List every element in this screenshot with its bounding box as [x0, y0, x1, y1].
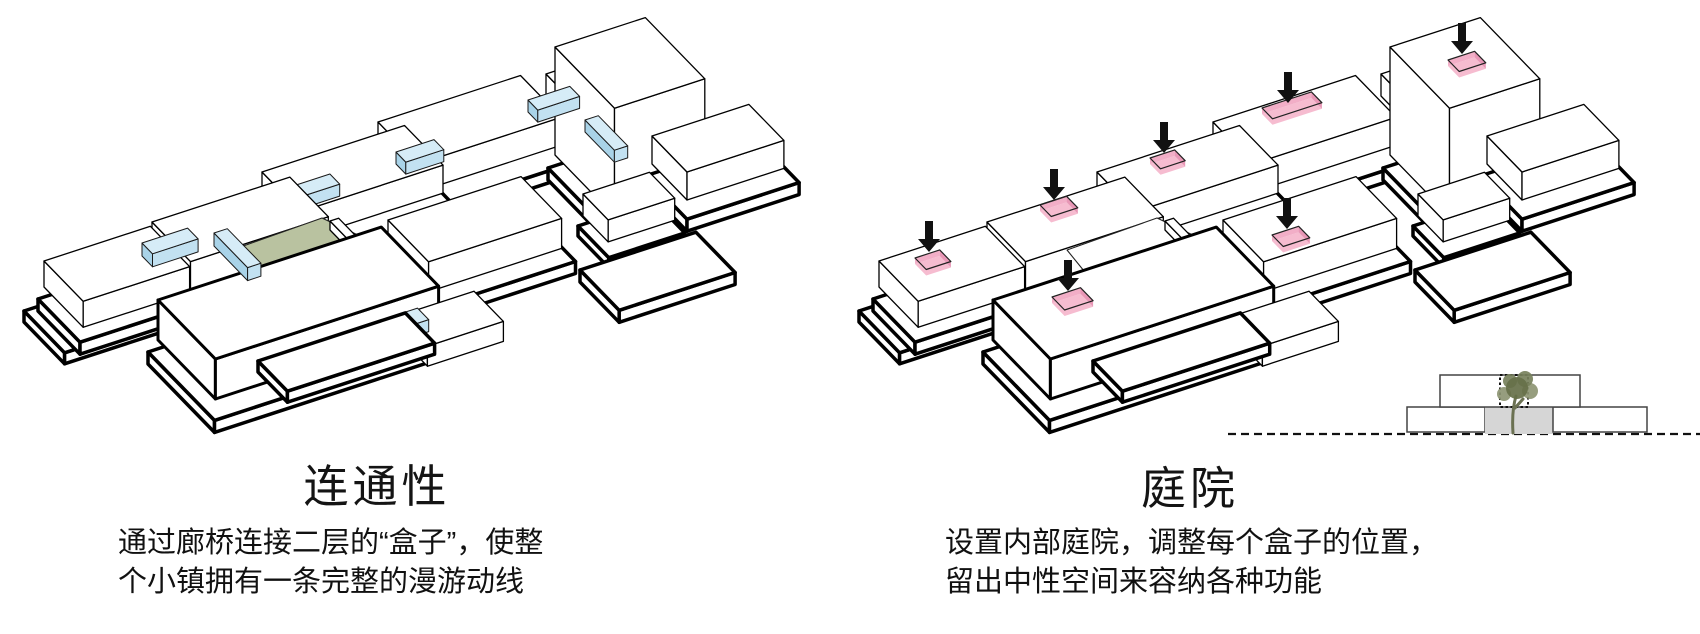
- left-diagram-caption: 通过廊桥连接二层的“盒子”，使整 个小镇拥有一条完整的漫游动线: [118, 524, 543, 602]
- right-caption-line1: 设置内部庭院，调整每个盒子的位置，: [945, 527, 1439, 559]
- right-diagram-title: 庭院: [1140, 463, 1240, 514]
- connectivity-diagram: [22, 16, 801, 435]
- courtyard-section-sketch: [1228, 371, 1700, 436]
- left-caption-line2: 个小镇拥有一条完整的漫游动线: [118, 566, 525, 598]
- right-caption-line2: 留出中性空间来容纳各种功能: [945, 566, 1323, 598]
- left-caption-line1: 通过廊桥连接二层的“盒子”，使整: [118, 527, 544, 559]
- courtyard-diagram: [857, 16, 1636, 435]
- right-diagram-caption: 设置内部庭院，调整每个盒子的位置， 留出中性空间来容纳各种功能: [945, 524, 1438, 602]
- left-diagram-title: 连通性: [303, 461, 451, 512]
